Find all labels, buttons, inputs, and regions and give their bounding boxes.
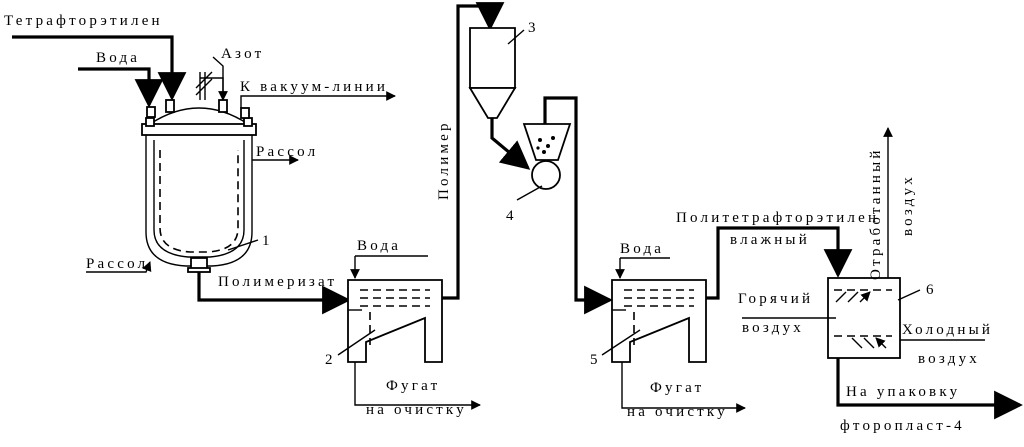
equipment-number-4: 4	[506, 208, 514, 224]
label-hot-air-1: Горячий	[738, 291, 813, 307]
bunker-3	[468, 27, 517, 119]
label-brine-in: Рассол	[86, 256, 148, 272]
filtrate-line-1	[354, 362, 481, 410]
label-water-1: Вода	[96, 50, 140, 66]
label-polymerizate: Полимеризат	[218, 274, 337, 290]
tfe-feed-line	[12, 35, 187, 101]
label-spent-air-2: воздух	[900, 174, 916, 236]
nitrogen-valve	[195, 71, 224, 100]
centrifuge-5	[611, 279, 707, 363]
label-product: фторопласт-4	[840, 418, 965, 434]
reactor-1	[141, 99, 257, 273]
label-nitrogen: Азот	[221, 46, 264, 62]
label-filtrate-1: Фугат	[386, 378, 440, 394]
label-to-cleaning-1: на очистку	[366, 402, 467, 418]
leader-6	[897, 289, 921, 301]
centrifuge-2	[347, 279, 443, 363]
leader-5	[601, 329, 641, 356]
nitrogen-line	[212, 56, 228, 101]
equipment-number-3: 3	[528, 20, 536, 36]
label-ptfe-wet-1: Политетрафторэтилен	[676, 210, 879, 226]
label-to-cleaning-2: на очистку	[627, 404, 728, 420]
leader-1	[227, 239, 259, 251]
equipment-number-6: 6	[926, 282, 934, 298]
label-water-3: Вода	[620, 241, 664, 257]
polymer-line	[442, 2, 505, 300]
wet-ptfe-line	[706, 226, 853, 300]
label-filtrate-2: Фугат	[650, 380, 704, 396]
equipment-number-5: 5	[590, 352, 598, 368]
water-feed-line-1	[78, 67, 164, 108]
equipment-number-1: 1	[262, 233, 270, 249]
filtrate-line-2	[621, 362, 746, 413]
label-cold-air-1: Холодный	[902, 322, 993, 338]
vacuum-line	[240, 91, 396, 108]
label-cold-air-2: воздух	[918, 351, 980, 367]
leader-2	[337, 329, 376, 356]
label-spent-air-1: Отработанный	[868, 147, 884, 280]
equipment-number-2: 2	[325, 352, 333, 368]
dryer-6	[827, 277, 901, 359]
packing-line	[836, 358, 1023, 420]
label-packing: На упаковку	[846, 384, 960, 400]
brine-in-line	[86, 261, 152, 273]
label-vacuum: К вакуум-линии	[240, 79, 388, 95]
leader-3	[507, 29, 525, 45]
feeder-to-centrifuge-line	[543, 96, 613, 315]
label-ptfe-wet-2: влажный	[730, 232, 810, 248]
label-water-2: Вода	[357, 238, 401, 254]
leader-4	[516, 185, 543, 201]
label-hot-air-2: воздух	[742, 320, 804, 336]
bunker-to-feeder-line	[490, 118, 531, 170]
label-polymer: Полимер	[436, 120, 452, 200]
label-brine-out: Рассол	[256, 144, 318, 160]
feeder-4	[522, 123, 572, 190]
label-tfe: Тетрафторэтилен	[4, 13, 163, 29]
polymerizate-line	[197, 272, 351, 315]
